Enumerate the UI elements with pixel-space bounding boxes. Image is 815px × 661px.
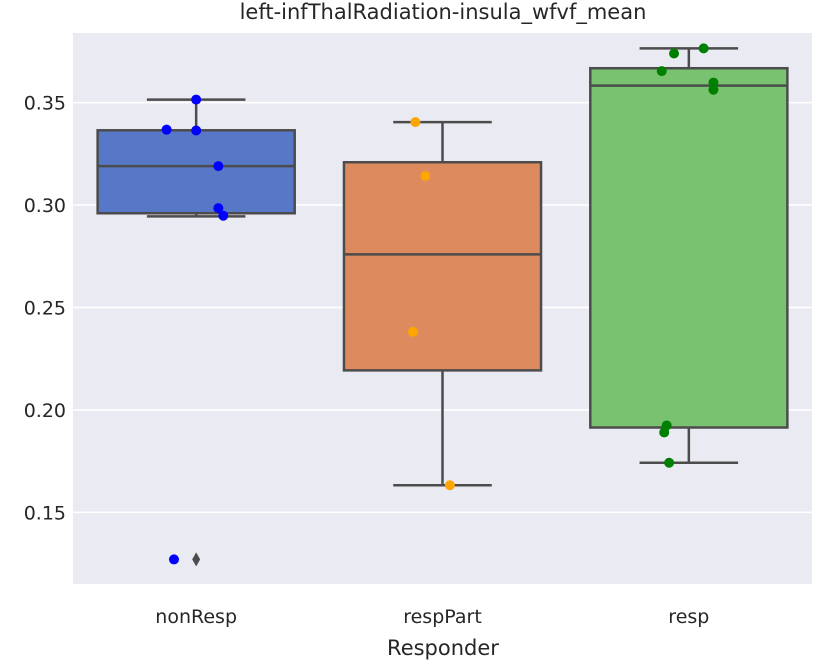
x-tick-label: resp — [668, 606, 709, 628]
outlier-marker — [192, 552, 201, 567]
data-point — [161, 124, 172, 135]
iqr-box — [589, 66, 789, 429]
box-respPart — [342, 120, 543, 487]
iqr-box — [96, 129, 296, 215]
data-point — [444, 480, 455, 491]
y-tick-label: 0.35 — [24, 93, 66, 115]
data-point — [191, 125, 202, 136]
data-point — [420, 170, 431, 181]
data-point — [659, 427, 670, 438]
iqr-box — [342, 160, 543, 372]
data-point — [656, 66, 667, 77]
x-tick-label: nonResp — [155, 606, 237, 628]
x-axis-label: Responder — [387, 636, 499, 660]
data-point — [191, 94, 202, 105]
box-nonResp — [96, 98, 296, 567]
y-tick-label: 0.15 — [24, 502, 66, 524]
data-point — [213, 203, 224, 214]
box-series — [96, 47, 789, 567]
data-point — [218, 210, 229, 221]
y-tick-labels: 0.15 0.20 0.25 0.30 0.35 — [24, 93, 66, 525]
x-tick-label: respPart — [403, 606, 482, 628]
data-point — [698, 43, 709, 54]
data-point — [664, 457, 675, 468]
data-point — [708, 84, 719, 95]
data-point — [168, 554, 179, 565]
y-tick-label: 0.30 — [24, 195, 66, 217]
chart-title: left-infThalRadiation-insula_wfvf_mean — [240, 0, 647, 25]
data-point — [669, 48, 680, 59]
data-point — [708, 77, 719, 88]
box-resp — [589, 47, 789, 464]
y-tick-label: 0.25 — [24, 297, 66, 319]
data-point — [213, 161, 224, 172]
x-tick-labels: nonResp respPart resp — [155, 606, 709, 628]
data-point — [407, 326, 418, 337]
y-tick-label: 0.20 — [24, 400, 66, 422]
data-point — [410, 117, 421, 128]
strip-points — [161, 43, 719, 565]
